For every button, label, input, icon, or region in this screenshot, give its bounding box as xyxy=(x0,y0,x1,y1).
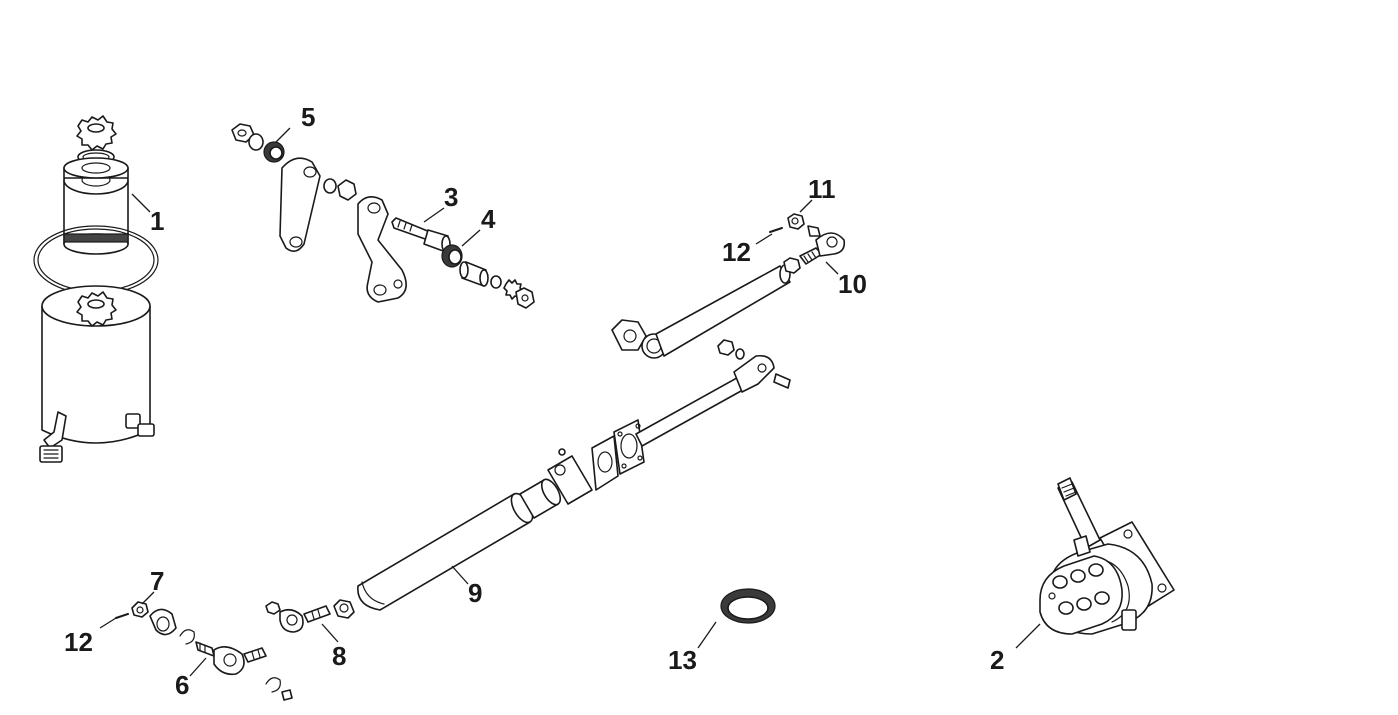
pitman-arm-left xyxy=(279,157,321,252)
pitman-arm-linkage xyxy=(231,123,535,309)
part-4-bearing xyxy=(441,244,463,268)
callout-13: 13 xyxy=(668,645,697,675)
tie-rod-large-nut xyxy=(611,319,647,351)
callout-10: 10 xyxy=(838,269,867,299)
callout-12-lower: 12 xyxy=(64,627,93,657)
callout-12-upper: 12 xyxy=(722,237,751,267)
part-10-ball-joint xyxy=(799,225,846,265)
callout-5: 5 xyxy=(301,102,315,132)
part-1-reservoir-assembly xyxy=(33,115,159,463)
callout-8: 8 xyxy=(332,641,346,671)
tie-rod-upper xyxy=(611,213,846,359)
part-1-filter-cartridge xyxy=(63,157,129,255)
part-2-steering-valve xyxy=(1039,477,1175,635)
callout-7: 7 xyxy=(150,566,164,596)
callout-3: 3 xyxy=(444,182,458,212)
dust-boot xyxy=(149,608,177,636)
callout-1: 1 xyxy=(150,206,164,236)
callout-4: 4 xyxy=(481,204,496,234)
part-13-seal xyxy=(720,588,776,624)
part-6-ball-joint xyxy=(195,641,267,676)
part-11-castle-nut xyxy=(787,213,805,230)
part-7-castle-nut xyxy=(131,601,149,618)
part-3-shaft xyxy=(391,217,451,253)
part-12-cotter-pin-upper xyxy=(769,227,783,233)
end-nut xyxy=(515,287,535,309)
callout-11: 11 xyxy=(808,174,836,204)
part-1-tank-body xyxy=(39,285,155,463)
part-9-piston-rod xyxy=(635,373,751,447)
part-8-ball-joint xyxy=(265,601,331,633)
part-5-bushing xyxy=(263,141,285,163)
idler-arm xyxy=(357,196,407,303)
tie-rod-lower xyxy=(115,601,331,701)
part-1-top-nut xyxy=(76,115,117,151)
part-9-clevis xyxy=(733,354,775,393)
part-9-power-cylinder xyxy=(333,339,791,619)
callout-6: 6 xyxy=(175,670,189,700)
callout-9: 9 xyxy=(468,578,482,608)
part-9-mount-block xyxy=(547,455,593,505)
callout-2: 2 xyxy=(990,645,1004,675)
part-9-gasket xyxy=(591,435,619,491)
part-12-cotter-pin-lower xyxy=(115,613,129,619)
tie-rod-tube xyxy=(655,265,791,357)
